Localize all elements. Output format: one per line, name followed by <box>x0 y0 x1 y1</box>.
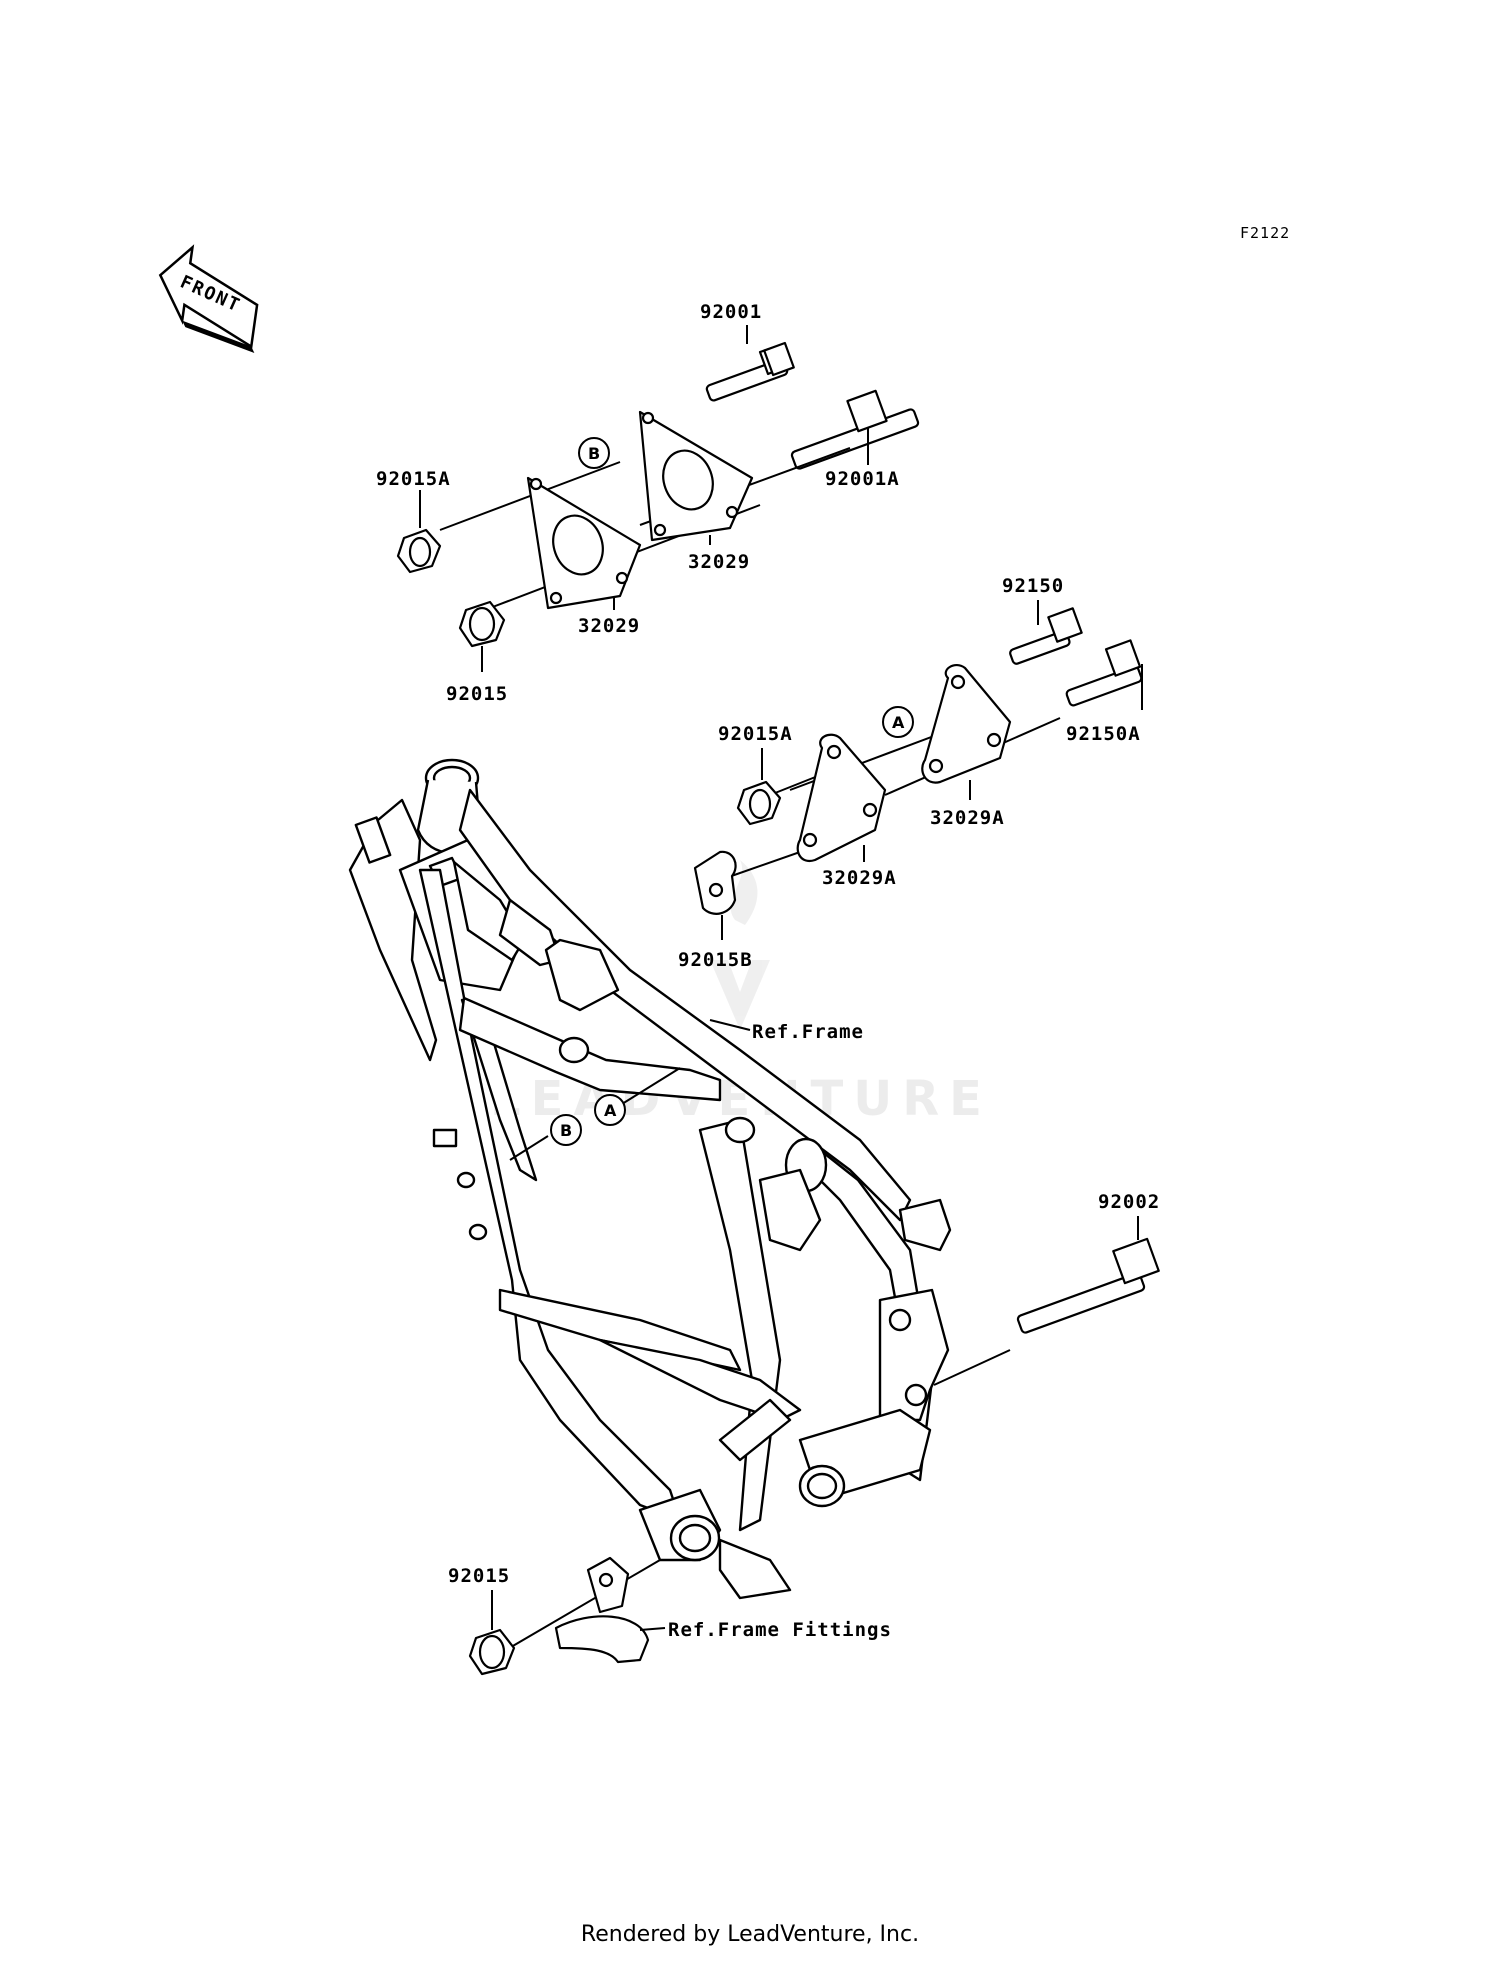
front-arrow-icon: FRONT <box>158 244 259 354</box>
svg-text:B: B <box>588 444 600 463</box>
frame-illustration <box>348 758 952 1600</box>
nut-92015a-mid <box>736 780 782 826</box>
svg-text:A: A <box>892 713 905 732</box>
label-92150: 92150 <box>1002 575 1064 597</box>
label-32029a-right: 32029A <box>930 807 1005 829</box>
plate-32029-left <box>526 476 642 610</box>
callout-b-frame: B <box>550 1114 582 1146</box>
callout-a-top: A <box>882 706 914 738</box>
svg-text:B: B <box>560 1121 572 1140</box>
plate-32029a-right <box>921 663 1012 784</box>
label-32029-right: 32029 <box>688 551 750 573</box>
leader-ref-frame <box>709 1019 751 1031</box>
nut-92015a-top <box>396 528 442 574</box>
label-32029-left: 32029 <box>578 615 640 637</box>
plate-32029-right <box>638 410 754 542</box>
callout-b-top: B <box>578 437 610 469</box>
label-92150a: 92150A <box>1066 723 1141 745</box>
svg-text:A: A <box>604 1101 617 1120</box>
bolt-92001a <box>790 389 920 470</box>
axis-line-bottom <box>505 1559 661 1651</box>
bolt-92150 <box>1009 607 1083 665</box>
bolt-92150a <box>1065 639 1143 707</box>
leader-callout-b-frame <box>509 1135 549 1161</box>
label-92015a-top: 92015A <box>376 468 451 490</box>
label-92015-bottom: 92015 <box>448 1565 510 1587</box>
leader-ref-frame-fittings <box>639 1627 666 1631</box>
label-32029a-left: 32029A <box>822 867 897 889</box>
label-92002: 92002 <box>1098 1191 1160 1213</box>
figure-code: F2122 <box>1240 224 1290 242</box>
watermark-logo <box>710 860 770 1030</box>
render-credit: Rendered by LeadVenture, Inc. <box>580 1922 920 1947</box>
plate-frame-fitting-small <box>586 1556 630 1614</box>
ref-frame-fittings-label[interactable]: Ref.Frame Fittings <box>668 1619 892 1641</box>
plate-32029a-left <box>796 733 887 863</box>
label-92001: 92001 <box>700 301 762 323</box>
bracket-92015b <box>693 850 737 915</box>
nut-92015-bottom <box>468 1628 516 1676</box>
callout-a-frame: A <box>594 1094 626 1126</box>
label-92015b: 92015B <box>678 949 753 971</box>
guard-frame-fitting <box>554 1615 650 1664</box>
leader-callout-a-frame <box>621 1067 681 1105</box>
nut-92015-top <box>458 600 506 648</box>
label-92001a: 92001A <box>825 468 900 490</box>
ref-frame-label[interactable]: Ref.Frame <box>752 1021 864 1043</box>
bolt-92001 <box>705 341 795 402</box>
axis-line-92002 <box>933 1349 1011 1386</box>
label-92015a-mid: 92015A <box>718 723 793 745</box>
bolt-92002 <box>1016 1237 1160 1334</box>
label-92015-top: 92015 <box>446 683 508 705</box>
